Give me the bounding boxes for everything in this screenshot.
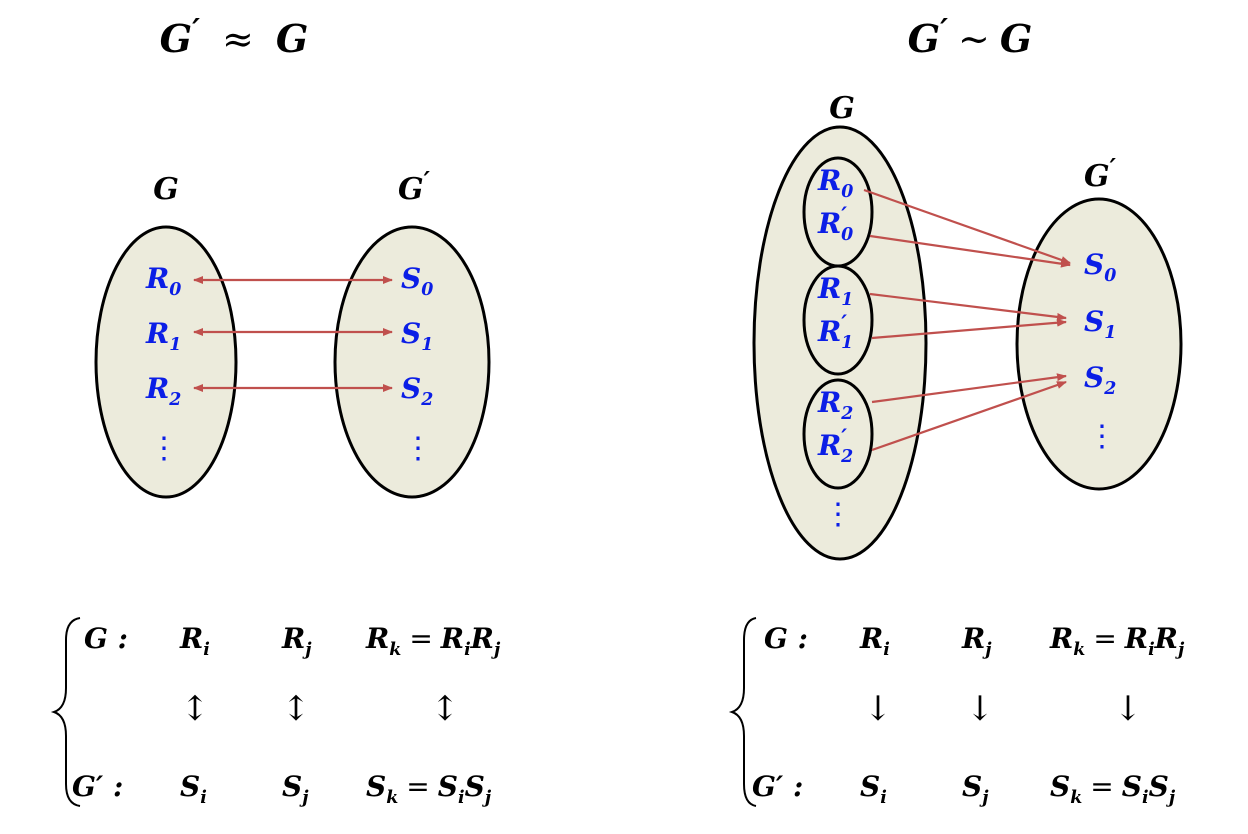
left-gprime-set-ellipse xyxy=(333,225,491,499)
left-r0: R0 xyxy=(145,262,181,300)
left-gprime-set-label: G′ xyxy=(398,166,431,207)
left-g-set-label: G xyxy=(153,172,179,207)
right-arrow-r0-s0 xyxy=(863,188,1071,265)
left-brace xyxy=(50,617,81,807)
left-s1: S1 xyxy=(401,317,433,355)
right-gp-row-label: G′ : xyxy=(752,770,803,803)
left-g-row-cell3: Rk=RiRj xyxy=(365,622,501,660)
right-r2-prime: R′2 xyxy=(817,425,853,467)
right-r1-prime: R′1 xyxy=(817,311,853,353)
right-arrow-r2p-s2 xyxy=(871,380,1067,452)
right-g-more-dots: ⋮ xyxy=(823,497,853,532)
right-arrow-r2-s2 xyxy=(871,373,1067,404)
right-gprime-more-dots: ⋮ xyxy=(1087,419,1117,454)
left-r2: R2 xyxy=(145,372,181,410)
right-arrow-r0p-s0 xyxy=(869,234,1071,268)
right-gprime-set-label: G′ xyxy=(1084,153,1117,194)
right-gp-row-cell2: Sj xyxy=(962,770,989,808)
left-map-arrow-2: ↕ xyxy=(282,689,311,729)
right-r1: R1 xyxy=(817,272,853,310)
right-gp-row-cell3: Sk=SiSj xyxy=(1050,770,1176,808)
right-coset-2 xyxy=(802,378,874,490)
right-g-row-label: G : xyxy=(764,622,808,655)
right-s2: S2 xyxy=(1084,361,1116,399)
right-g-row-cell3: Rk=RiRj xyxy=(1049,622,1185,660)
left-s0: S0 xyxy=(401,262,433,300)
right-gp-row-cell1: Si xyxy=(860,770,887,808)
right-g-set-ellipse xyxy=(752,125,928,561)
right-g-row-cell2: Rj xyxy=(961,622,992,660)
right-s0: S0 xyxy=(1084,248,1116,286)
left-g-row-cell2: Rj xyxy=(281,622,312,660)
left-gp-row-cell1: Si xyxy=(180,770,207,808)
left-gp-row-cell3: Sk=SiSj xyxy=(366,770,492,808)
left-g-more-dots: ⋮ xyxy=(149,431,179,466)
left-gp-row-cell2: Sj xyxy=(282,770,309,808)
right-arrow-r1-s1 xyxy=(869,292,1067,321)
right-coset-1 xyxy=(802,264,874,376)
left-map-arrow-3: ↕ xyxy=(431,689,460,729)
right-brace xyxy=(728,617,757,807)
left-gp-row-label: G′ : xyxy=(72,770,123,803)
right-r0: R0 xyxy=(817,164,853,202)
left-map-arrow-1: ↕ xyxy=(181,689,210,729)
right-gprime-set-ellipse xyxy=(1015,197,1183,491)
left-s2: S2 xyxy=(401,372,433,410)
right-r0-prime: R′0 xyxy=(817,203,853,245)
left-g-row-cell1: Ri xyxy=(179,622,210,660)
right-s1: S1 xyxy=(1084,305,1116,343)
right-g-row-cell1: Ri xyxy=(859,622,890,660)
left-gprime-more-dots: ⋮ xyxy=(403,431,433,466)
left-title: G′≈G xyxy=(160,13,309,61)
right-arrow-r1p-s1 xyxy=(871,318,1067,340)
right-g-set-label: G xyxy=(829,91,855,126)
right-title: G′∼G xyxy=(908,13,1033,61)
right-r2: R2 xyxy=(817,386,853,424)
right-map-arrow-1: ↓ xyxy=(864,689,893,729)
right-map-arrow-3: ↓ xyxy=(1114,689,1143,729)
right-panel: G′∼G G G′ R0 R′0 R1 R′1 R2 R′2 S0 S1 S2 … xyxy=(728,13,1185,808)
left-r1: R1 xyxy=(145,317,181,355)
left-g-row-label: G : xyxy=(84,622,128,655)
right-map-arrow-2: ↓ xyxy=(966,689,995,729)
left-g-set-ellipse xyxy=(94,225,238,499)
left-panel: G′≈G G G′ R0 R1 R2 S0 S1 S2 ⋮ ⋮ G : Ri R… xyxy=(50,13,501,808)
